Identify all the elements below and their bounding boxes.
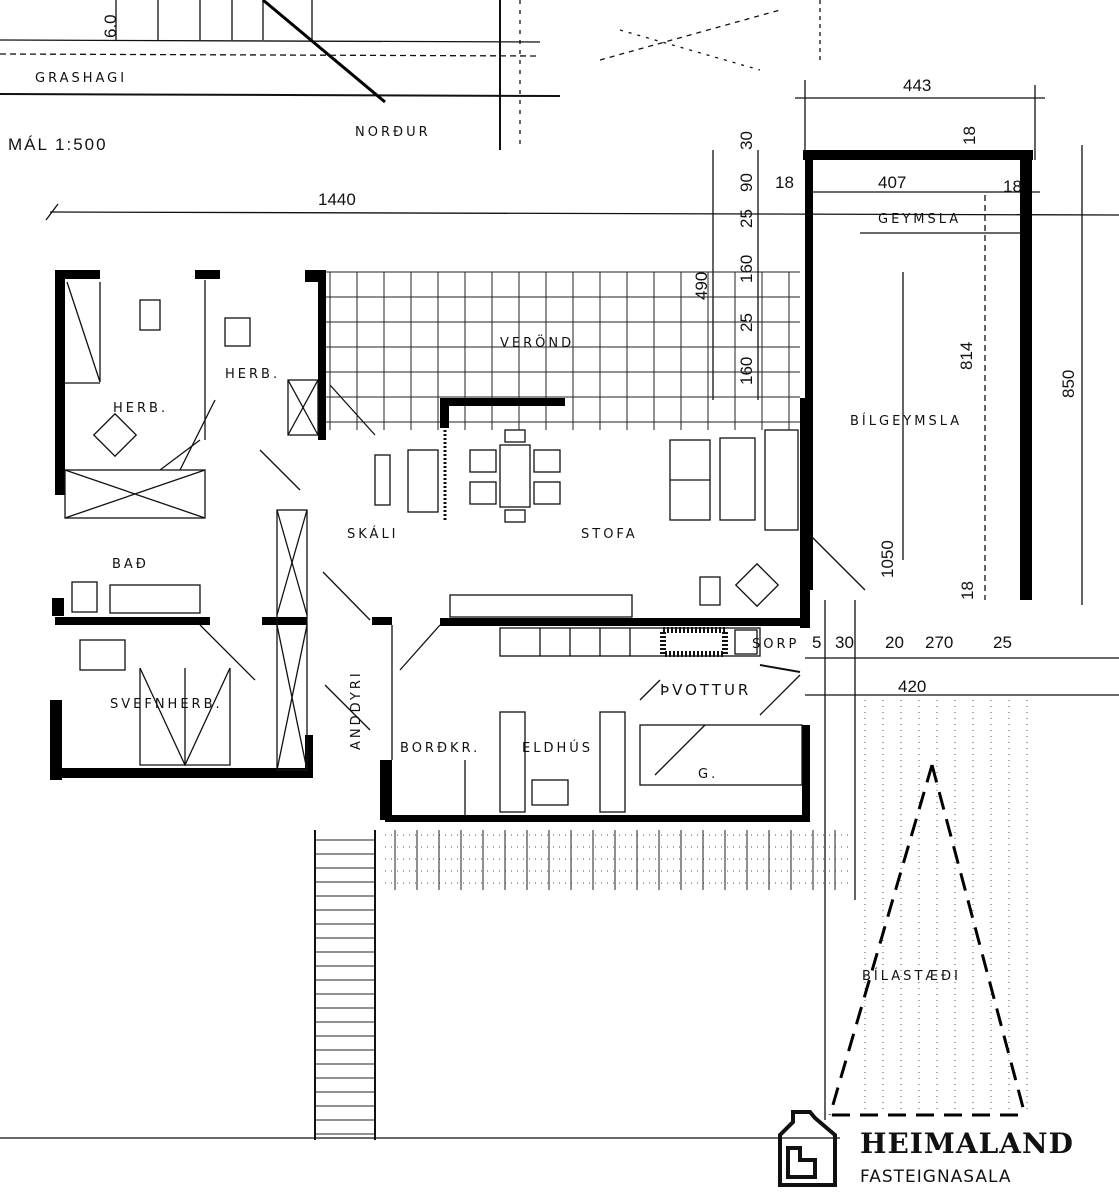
garage-depth: 850 — [1059, 370, 1078, 398]
scale-label: MÁL 1:500 — [8, 135, 108, 154]
parking-outline — [828, 764, 934, 1116]
north-label: NORÐUR — [355, 125, 431, 140]
room-eldhus: ELDHÚS — [522, 740, 593, 756]
garage-inner-depth: 814 — [957, 342, 976, 370]
lot-dimension: 6.0 — [101, 14, 120, 38]
room-verond: VERÖND — [500, 334, 574, 351]
garage-width: 443 — [903, 76, 931, 95]
wall-top-dim: 18 — [960, 126, 979, 145]
room-svefnherb: SVEFNHERB. — [110, 697, 223, 712]
svg-text:5: 5 — [812, 633, 821, 652]
svg-text:90: 90 — [737, 173, 756, 192]
room-stofa: STOFA — [581, 527, 638, 542]
svg-text:25: 25 — [993, 633, 1012, 652]
heimaland-logo: HEIMALAND FASTEIGNASALA — [778, 1110, 1074, 1187]
veranda-depth: 490 — [692, 272, 711, 300]
interior-details — [64, 280, 866, 815]
overall-dimension-line — [49, 211, 1119, 216]
parking-width: 420 — [898, 677, 926, 696]
room-bilgeymsla: BÍLGEYMSLA — [850, 413, 962, 429]
svg-text:160: 160 — [737, 255, 756, 283]
svg-text:30: 30 — [737, 131, 756, 150]
room-bordkr: BORÐKR. — [400, 741, 480, 756]
wall-right-dim: 18 — [1003, 177, 1022, 196]
room-bad: BAÐ — [112, 557, 149, 572]
walls — [50, 150, 1033, 822]
room-anddyri: ANDDYRI — [349, 670, 364, 750]
garage-inner-width: 407 — [878, 173, 906, 192]
small-dimension: 18 — [958, 581, 977, 600]
veranda-grid — [326, 271, 800, 430]
gap-dimension: 1050 — [878, 540, 897, 578]
svg-text:270: 270 — [925, 633, 953, 652]
svg-text:30: 30 — [835, 633, 854, 652]
room-labels: HERB. HERB. BAÐ SVEFNHERB. SKÁLI STOFA V… — [110, 212, 962, 984]
paving — [0, 600, 1028, 1140]
room-herb-2: HERB. — [225, 367, 280, 382]
room-g: G. — [698, 767, 718, 782]
wall-left-dim: 18 — [775, 173, 794, 192]
svg-text:20: 20 — [885, 633, 904, 652]
room-skali: SKÁLI — [347, 526, 399, 542]
house-logo-icon — [778, 1110, 837, 1187]
svg-text:25: 25 — [737, 313, 756, 332]
overall-width: 1440 — [318, 190, 356, 209]
svg-text:25: 25 — [737, 209, 756, 228]
room-thvottur: ÞVOTTUR — [660, 681, 751, 699]
parking-dimension-row: 5 30 20 270 25 — [812, 633, 1012, 652]
room-sorp: SORP — [752, 637, 799, 652]
logo-subtitle: FASTEIGNASALA — [860, 1167, 1012, 1187]
dimension-stack: 30 90 25 160 25 160 — [737, 131, 756, 385]
room-geymsla: GEYMSLA — [878, 212, 961, 227]
room-bilastaedi: BÍLASTÆÐI — [862, 968, 961, 984]
room-herb-1: HERB. — [113, 401, 168, 416]
north-arrow-line — [262, 0, 386, 104]
logo-name: HEIMALAND — [860, 1127, 1074, 1160]
street-label: GRASHAGI — [35, 71, 127, 86]
svg-text:160: 160 — [737, 357, 756, 385]
site-lines — [0, 0, 821, 150]
